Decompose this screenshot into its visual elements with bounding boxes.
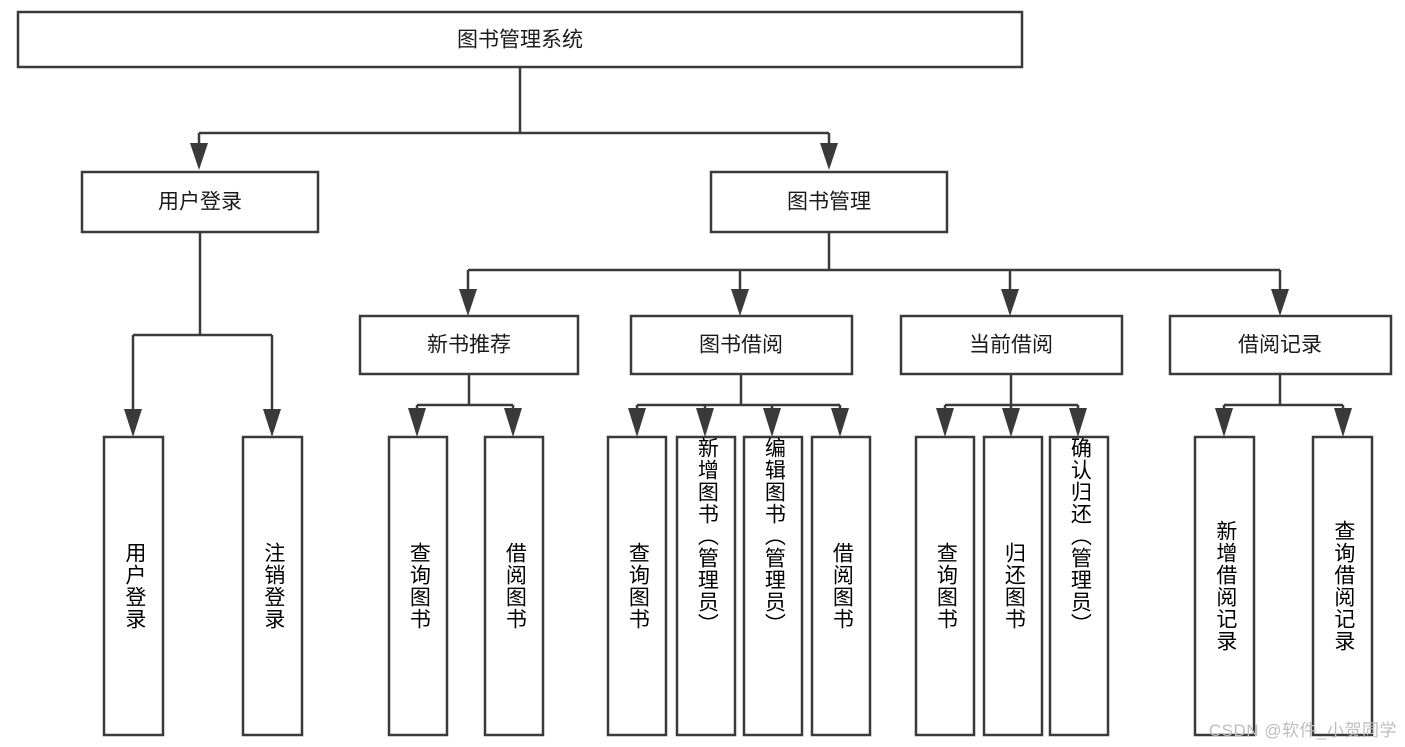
node-borrow-records[interactable]: 借阅记录 (1168, 314, 1393, 376)
leaf-box-bb-1[interactable] (675, 435, 737, 737)
arrow-to-leaf-cb-1 (1002, 408, 1020, 437)
node-current-borrow-box (899, 314, 1124, 376)
node-book-manage-label: 图书管理 (787, 191, 871, 214)
leaf-box-cb-2[interactable] (1048, 435, 1110, 737)
node-root-box (16, 10, 1024, 69)
leaf-box-user-login-0[interactable] (102, 435, 165, 737)
arrow-to-leaf-br-1 (1334, 408, 1352, 437)
arrow-to-leaf-cb-2 (1069, 408, 1087, 437)
node-new-book-recommend-box (358, 314, 580, 376)
arrow-to-borrow-records (1271, 289, 1289, 316)
leaf-box-cb-1[interactable] (982, 435, 1044, 737)
arrow-to-leaf-user-login-0 (124, 409, 142, 437)
arrow-to-leaf-br-0 (1215, 408, 1233, 437)
arrow-to-user-login (190, 143, 208, 170)
leaf-box-br-0[interactable] (1193, 435, 1256, 737)
arrow-to-leaf-nbr-0 (408, 408, 426, 437)
arrow-to-leaf-user-login-1 (263, 409, 281, 437)
leaf-box-bb-3[interactable] (810, 435, 872, 737)
node-borrow-records-box (1168, 314, 1393, 376)
node-book-manage[interactable]: 图书管理 (709, 170, 949, 234)
leaf-box-user-login-1[interactable] (241, 435, 304, 737)
leaf-box-br-1[interactable] (1311, 435, 1374, 737)
leaf-box-cb-0[interactable] (914, 435, 976, 737)
node-book-borrow-box (629, 314, 854, 376)
node-current-borrow[interactable]: 当前借阅 (899, 314, 1124, 376)
leaf-box-bb-2[interactable] (742, 435, 804, 737)
node-book-borrow[interactable]: 图书借阅 (629, 314, 854, 376)
arrow-to-leaf-cb-0 (936, 408, 954, 437)
arrow-to-leaf-bb-0 (628, 408, 646, 437)
arrow-to-leaf-bb-2 (763, 408, 781, 437)
node-book-borrow-label: 图书借阅 (699, 334, 783, 357)
leaf-box-nbr-1[interactable] (483, 435, 545, 737)
arrow-to-leaf-nbr-1 (504, 408, 522, 437)
node-root-label: 图书管理系统 (457, 29, 583, 52)
node-book-manage-box (709, 170, 949, 234)
arrow-to-book-borrow (731, 289, 749, 316)
leaf-box-bb-0[interactable] (606, 435, 668, 737)
node-current-borrow-label: 当前借阅 (969, 334, 1053, 357)
node-new-book-recommend-label: 新书推荐 (427, 334, 511, 357)
arrow-to-current-borrow (1001, 289, 1019, 316)
arrow-to-leaf-bb-3 (831, 408, 849, 437)
node-user-login-label: 用户登录 (158, 191, 242, 214)
csdn-watermark: CSDN @软件_小贺同学 (1208, 721, 1397, 740)
arrow-to-book-manage (820, 143, 838, 170)
arrow-to-leaf-bb-1 (696, 408, 714, 437)
node-user-login[interactable]: 用户登录 (80, 170, 320, 234)
arrow-to-new-book-recommend (459, 289, 477, 316)
node-root[interactable]: 图书管理系统 (16, 10, 1024, 69)
leaf-box-nbr-0[interactable] (387, 435, 449, 737)
node-borrow-records-label: 借阅记录 (1238, 334, 1322, 357)
node-new-book-recommend[interactable]: 新书推荐 (358, 314, 580, 376)
